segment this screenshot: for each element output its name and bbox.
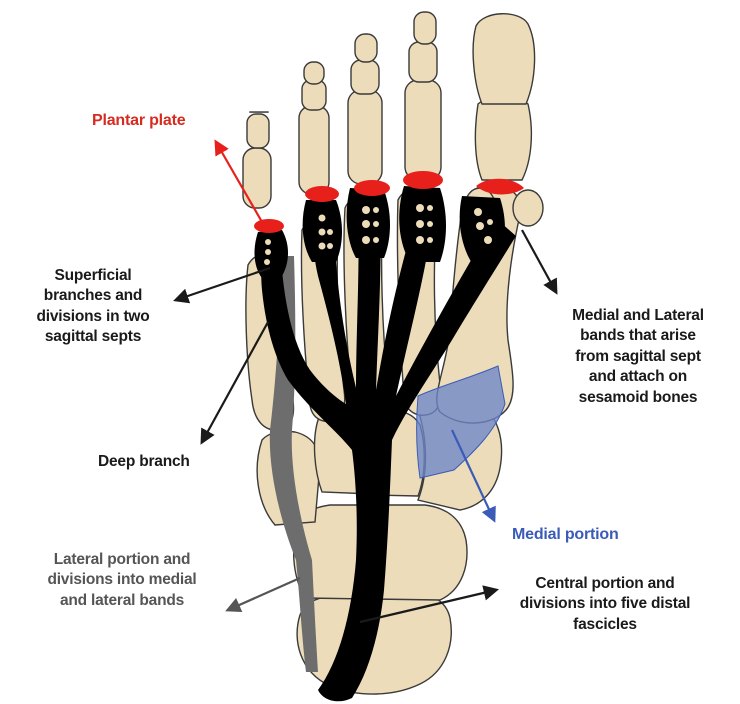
medial-lateral-bands-line-3: from sagittal sept (548, 347, 728, 367)
superficial-line-3: divisions in two (18, 307, 168, 327)
plantar-plate-5 (254, 219, 284, 233)
toe-2-distal-phalanx (414, 12, 436, 44)
toe-2-middle-phalanx (409, 42, 437, 82)
medial-lateral-bands-arrow (522, 230, 556, 292)
medial-lateral-bands-line-5: sesamoid bones (548, 388, 728, 408)
toe-1-proximal-phalanx (475, 98, 531, 180)
lateral-portion-arrow (228, 578, 300, 610)
plantar-plate-3 (354, 180, 390, 196)
plantar-plate-label: Plantar plate (92, 110, 185, 131)
toe-3-distal-phalanx (355, 34, 377, 62)
lateral-portion-line-3: and lateral bands (22, 591, 222, 611)
superficial-line-2: branches and (18, 286, 168, 306)
plantar-plate-4 (305, 186, 339, 202)
lateral-portion-label: Lateral portion and divisions into media… (22, 550, 222, 611)
toe-5-middle-phalanx (247, 114, 269, 148)
central-portion-line-1: Central portion and (500, 574, 710, 594)
deep-branch-text: Deep branch (98, 452, 190, 472)
medial-sesamoid-bone (513, 190, 543, 226)
toe-3-middle-phalanx (351, 60, 379, 94)
medial-lateral-bands-line-1: Medial and Lateral (548, 306, 728, 326)
plantar-plate-text: Plantar plate (92, 110, 185, 131)
toe-4-distal-phalanx (304, 62, 324, 84)
toe-4-proximal-phalanx (299, 106, 329, 194)
medial-portion-text: Medial portion (512, 524, 619, 545)
toe-2-proximal-phalanx (405, 80, 441, 180)
central-portion-line-2: divisions into five distal (500, 594, 710, 614)
central-portion-line-3: fascicles (500, 615, 710, 635)
medial-portion-label: Medial portion (512, 524, 619, 545)
medial-lateral-bands-line-4: and attach on (548, 367, 728, 387)
superficial-line-4: sagittal septs (18, 327, 168, 347)
toe-1-distal-phalanx (473, 14, 534, 104)
deep-branch-label: Deep branch (98, 452, 190, 472)
plantar-plate-2 (403, 171, 443, 189)
toe-5-proximal-phalanx (243, 148, 271, 208)
lateral-portion-line-2: divisions into medial (22, 570, 222, 590)
medial-lateral-bands-label: Medial and Lateral bands that arise from… (548, 306, 728, 408)
medial-lateral-bands-line-2: bands that arise (548, 326, 728, 346)
lateral-portion-line-1: Lateral portion and (22, 550, 222, 570)
superficial-label: Superficial branches and divisions in tw… (18, 266, 168, 348)
superficial-line-1: Superficial (18, 266, 168, 286)
central-portion-label: Central portion and divisions into five … (500, 574, 710, 635)
toe-3-proximal-phalanx (348, 90, 382, 184)
